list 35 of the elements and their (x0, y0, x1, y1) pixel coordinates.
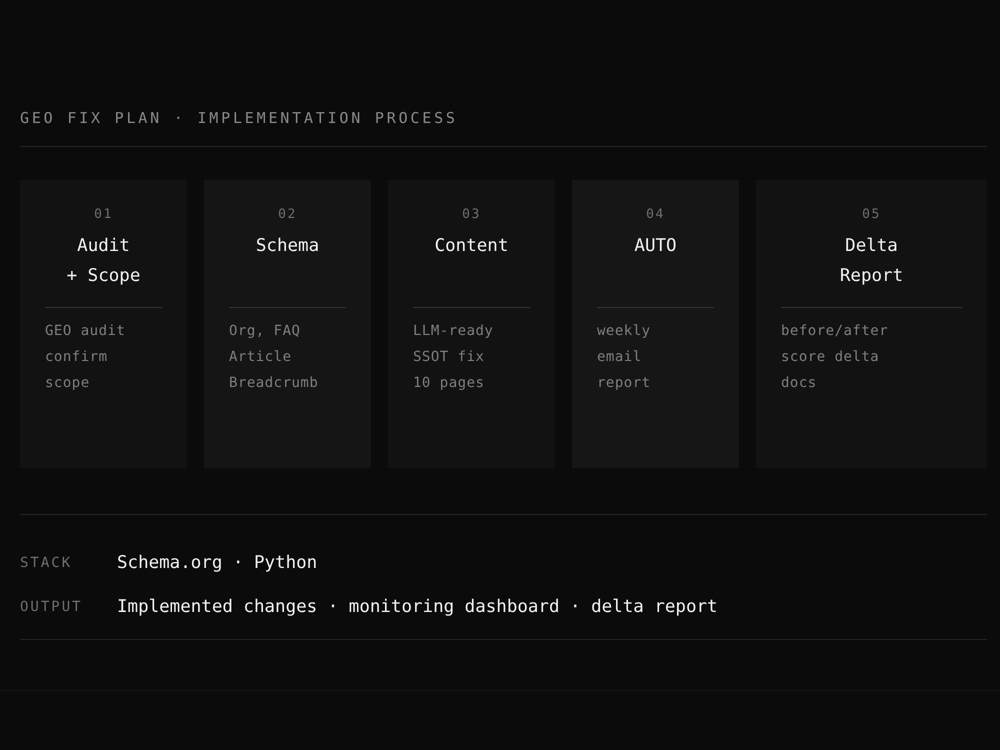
row-label: OUTPUT (20, 598, 83, 617)
step-detail: confirm (45, 348, 108, 367)
step-title: Schema (254, 235, 320, 258)
step-card (388, 180, 555, 468)
row-value: Schema.org · Python (117, 552, 318, 575)
row-value: Implemented changes · monitoring dashboard · delta report (117, 596, 718, 619)
step-detail: Org, FAQ (229, 322, 300, 341)
step-title: Delta Report (838, 235, 904, 288)
step-title: AUTO (633, 235, 678, 258)
step-detail: report (597, 374, 651, 393)
diagram-title: GEO FIX PLAN · IMPLEMENTATION PROCESS (20, 108, 458, 128)
step-detail: score delta (781, 348, 880, 367)
step-title: Content (434, 235, 510, 258)
step-detail: SSOT fix (413, 348, 484, 367)
step-detail: docs (781, 374, 817, 393)
step-number: 04 (646, 207, 665, 223)
step-card (204, 180, 371, 468)
step-title: Audit + Scope (66, 235, 142, 288)
step-number: 05 (862, 207, 881, 223)
step-number: 01 (94, 207, 113, 223)
step-number: 02 (278, 207, 297, 223)
step-detail: LLM-ready (413, 322, 494, 341)
step-number: 03 (462, 207, 481, 223)
step-detail: GEO audit (45, 322, 126, 341)
step-detail: scope (45, 374, 90, 393)
step-detail: weekly (597, 322, 651, 341)
step-detail: before/after (781, 322, 888, 341)
step-detail: Breadcrumb (229, 374, 318, 393)
row-label: STACK (20, 554, 72, 573)
step-card (572, 180, 739, 468)
step-detail: Article (229, 348, 292, 367)
step-card (756, 180, 987, 468)
step-card (20, 180, 187, 468)
step-detail: 10 pages (413, 374, 484, 393)
step-detail: email (597, 348, 642, 367)
